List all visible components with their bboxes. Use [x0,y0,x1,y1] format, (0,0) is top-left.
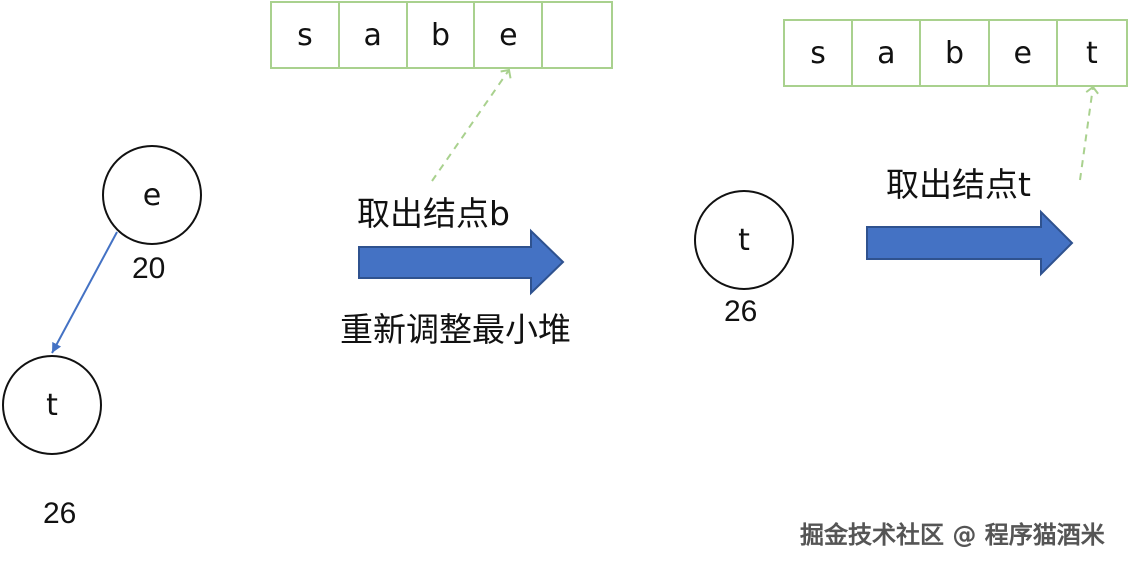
array-before-cell-3: e [475,3,544,67]
array-after: s a b e t [783,19,1128,87]
step1-label-top: 取出结点b [357,194,510,233]
array-after-cell-2: b [921,21,990,85]
tree-node-root: e [102,145,202,245]
dashed-pointer-2 [1079,85,1099,181]
array-before-cell-4 [543,3,611,67]
array-before-cell-0: s [272,3,340,67]
watermark: 掘金技术社区 @ 程序猫酒米 [800,521,1105,549]
middle-node: t [694,190,794,290]
array-before: s a b e [270,1,613,69]
array-after-cell-3: e [990,21,1058,85]
dashed-pointer-1 [431,68,512,182]
step2-label-top: 取出结点t [886,165,1031,204]
tree-node-child-weight: 26 [43,497,77,530]
array-after-cell-1: a [853,21,922,85]
step1-label-bottom: 重新调整最小堆 [340,310,571,349]
array-after-cell-4: t [1086,35,1098,71]
array-before-cell-1: a [340,3,408,67]
big-arrow-1 [358,228,565,296]
tree-node-child: t [2,355,102,455]
big-arrow-2 [866,209,1074,277]
array-after-cell-0: s [785,21,854,85]
tree-node-root-weight: 20 [132,252,166,285]
array-before-cell-2: b [408,3,476,67]
tree-edge [51,231,118,354]
middle-node-weight: 26 [724,295,758,328]
